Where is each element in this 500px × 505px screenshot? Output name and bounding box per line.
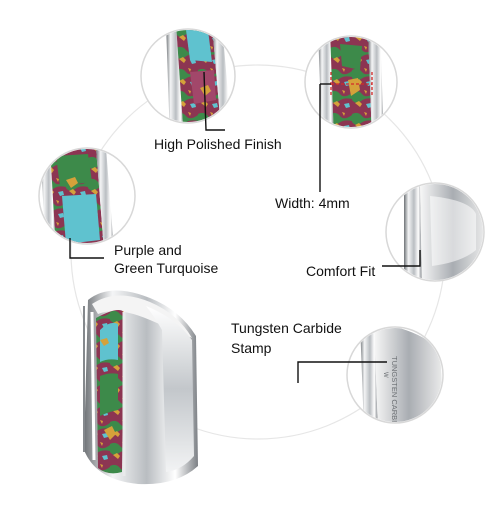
label-high-polished-finish: High Polished Finish — [154, 136, 282, 152]
ring-photo — [83, 290, 198, 485]
label-comfort-fit: Comfort Fit — [306, 263, 376, 279]
label-stamp-line2: Stamp — [231, 340, 272, 356]
label-inlay-line1: Purple and — [114, 242, 182, 258]
zoom-circle-comfort — [382, 182, 485, 282]
zoom-circle-stamp: TUNGSTEN CARBIDE W — [297, 326, 444, 433]
label-width: Width: 4mm — [275, 195, 350, 211]
label-stamp-line1: Tungsten Carbide — [231, 320, 342, 336]
svg-text:W: W — [382, 372, 388, 378]
polish-callout-line — [203, 71, 225, 131]
zoom-circle-inlay — [38, 147, 136, 259]
zoom-circle-polish — [140, 28, 236, 124]
svg-text:TUNGSTEN CARBIDE: TUNGSTEN CARBIDE — [390, 356, 399, 433]
zoom-circle-width — [304, 35, 398, 192]
label-inlay-line2: Green Turquoise — [114, 260, 219, 276]
